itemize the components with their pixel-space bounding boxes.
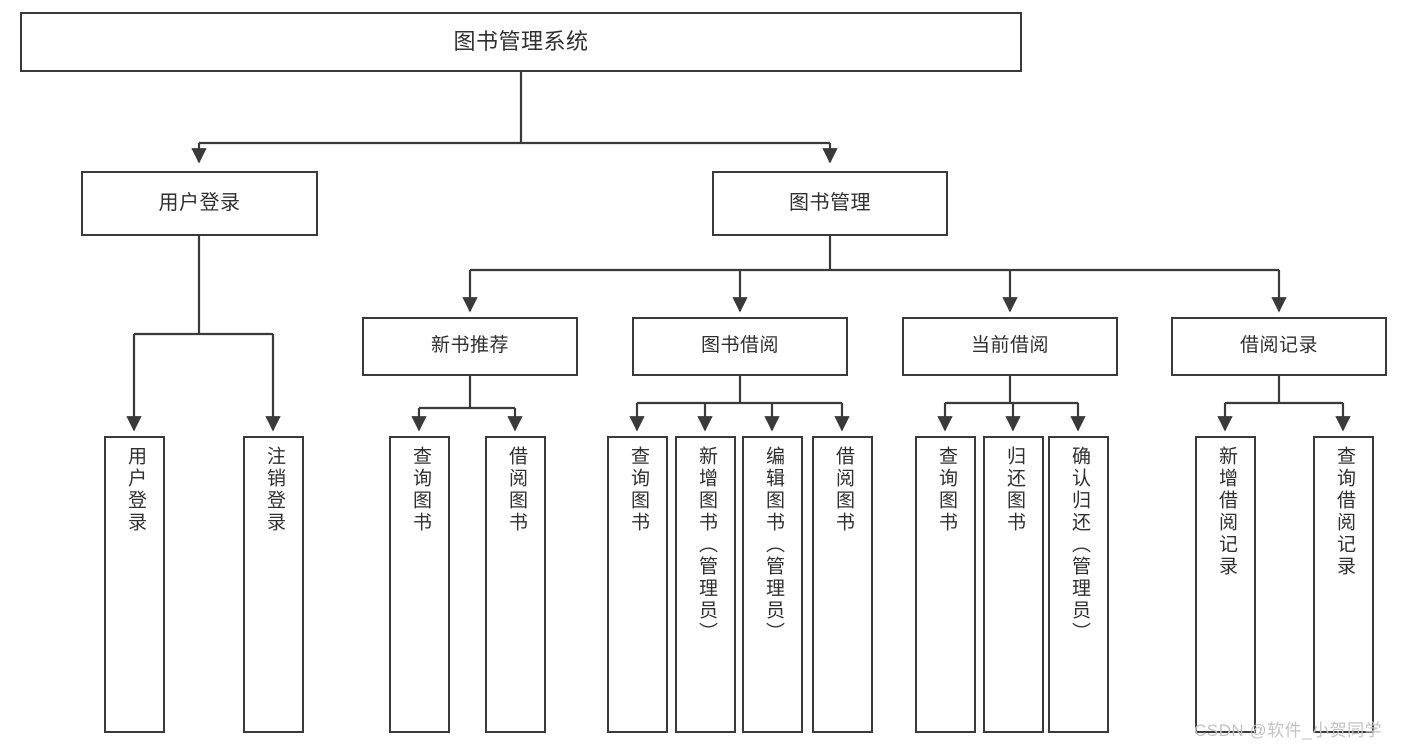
csdn-watermark: CSDN @软件_小贺同学 (1194, 721, 1383, 740)
node-label: 图书借阅 (700, 335, 779, 357)
leaf-user-login-login[interactable]: 用户登录 (104, 436, 165, 733)
node-root-system[interactable]: 图书管理系统 (20, 12, 1022, 72)
node-label: 新书推荐 (430, 335, 509, 357)
node-book-borrow[interactable]: 图书借阅 (632, 317, 848, 376)
node-label: 新增借阅记录 (1215, 446, 1237, 578)
node-label: 查询图书 (935, 446, 957, 534)
node-label: 查询图书 (627, 446, 649, 534)
leaf-record-add-record[interactable]: 新增借阅记录 (1195, 436, 1256, 733)
node-label: 借阅记录 (1239, 335, 1318, 357)
node-label: 借阅图书 (832, 446, 854, 534)
node-label: 注销登录 (263, 446, 285, 534)
node-label: 新增图书（管理员） (695, 446, 717, 644)
leaf-current-return-book[interactable]: 归还图书 (983, 436, 1044, 733)
leaf-recommend-borrow-book[interactable]: 借阅图书 (485, 436, 546, 733)
leaf-borrow-borrow-book[interactable]: 借阅图书 (812, 436, 873, 733)
node-label: 编辑图书（管理员） (762, 446, 784, 644)
node-label: 查询图书 (409, 446, 431, 534)
node-user-login[interactable]: 用户登录 (81, 171, 318, 236)
node-label: 归还图书 (1003, 446, 1025, 534)
node-current-borrow[interactable]: 当前借阅 (902, 317, 1118, 376)
node-label: 图书管理系统 (453, 29, 589, 55)
leaf-borrow-edit-book-admin[interactable]: 编辑图书（管理员） (742, 436, 803, 733)
node-label: 借阅图书 (505, 446, 527, 534)
node-label: 图书管理 (789, 191, 871, 214)
leaf-user-login-logout[interactable]: 注销登录 (243, 436, 304, 733)
leaf-current-query-book[interactable]: 查询图书 (915, 436, 976, 733)
node-label: 当前借阅 (970, 335, 1049, 357)
node-label: 用户登录 (124, 446, 146, 534)
leaf-borrow-query-book[interactable]: 查询图书 (607, 436, 668, 733)
node-label: 查询借阅记录 (1333, 446, 1355, 578)
leaf-borrow-add-book-admin[interactable]: 新增图书（管理员） (675, 436, 736, 733)
leaf-record-query-record[interactable]: 查询借阅记录 (1313, 436, 1374, 733)
leaf-current-confirm-return-admin[interactable]: 确认归还（管理员） (1048, 436, 1109, 733)
leaf-recommend-query-book[interactable]: 查询图书 (389, 436, 450, 733)
node-new-book-recommend[interactable]: 新书推荐 (362, 317, 578, 376)
node-borrow-record[interactable]: 借阅记录 (1171, 317, 1387, 376)
node-label: 用户登录 (158, 191, 241, 214)
node-book-management[interactable]: 图书管理 (712, 171, 948, 236)
node-label: 确认归还（管理员） (1068, 446, 1090, 644)
